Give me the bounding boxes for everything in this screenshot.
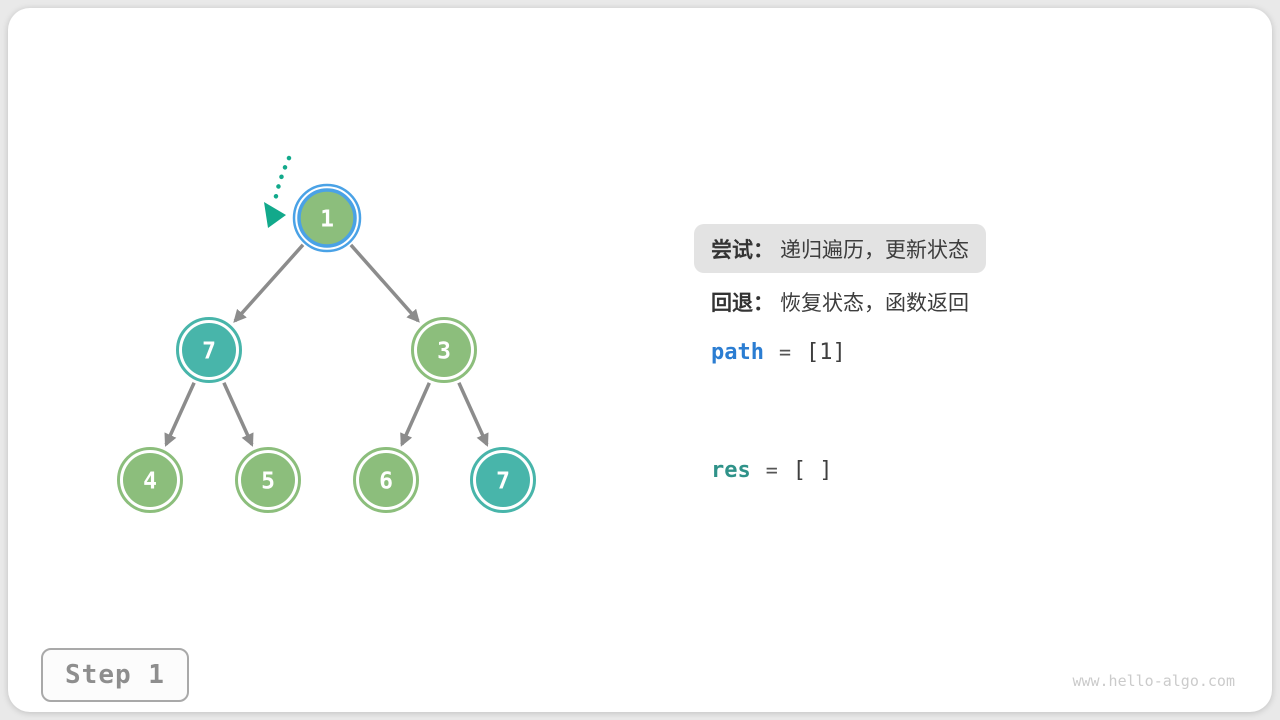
path-variable-line: path = [1] bbox=[711, 338, 846, 366]
step-badge: Step 1 bbox=[41, 648, 189, 702]
tree-edge bbox=[400, 382, 431, 447]
step-badge-label: Step 1 bbox=[65, 660, 165, 690]
legend-back-label: 回退： bbox=[711, 291, 774, 315]
tree-svg: 1 7 3 4 5 6 7 bbox=[117, 155, 536, 513]
tree-edge bbox=[222, 382, 254, 447]
figure-card: 1 7 3 4 5 6 7 尝试： 递归遍历，更新状态 回退： 恢复状态，函数返回 path… bbox=[8, 8, 1272, 712]
res-equals-sign: = bbox=[765, 458, 778, 482]
tree-node-5: 5 bbox=[235, 447, 301, 513]
tree-node-value: 5 bbox=[261, 469, 275, 495]
tree-node-value: 3 bbox=[437, 339, 451, 365]
res-variable-line: res = [ ] bbox=[711, 456, 833, 484]
cursor-arrowhead-icon bbox=[264, 202, 286, 228]
tree-node-value: 7 bbox=[202, 339, 216, 365]
tree-edges bbox=[164, 243, 489, 447]
tree-node-6: 6 bbox=[353, 447, 419, 513]
legend-try-text: 递归遍历，更新状态 bbox=[780, 237, 969, 262]
tree-node-value: 4 bbox=[143, 469, 157, 495]
tree-node-value: 7 bbox=[496, 469, 510, 495]
tree-node-1: 1 bbox=[292, 183, 362, 253]
tree-node-7: 7 bbox=[470, 447, 536, 513]
tree-edge bbox=[349, 243, 420, 323]
path-equals-sign: = bbox=[778, 340, 792, 364]
res-variable-name: res bbox=[711, 457, 751, 483]
legend-try-label: 尝试： bbox=[711, 237, 774, 262]
tree-node-4: 4 bbox=[117, 447, 183, 513]
tree-node-value: 1 bbox=[320, 207, 334, 233]
tree-node-value: 6 bbox=[379, 469, 393, 495]
legend-back-text: 恢复状态，函数返回 bbox=[780, 291, 969, 315]
path-variable-name: path bbox=[711, 339, 764, 365]
legend-try-line: 尝试： 递归遍历，更新状态 bbox=[694, 224, 986, 273]
path-value: [1] bbox=[806, 339, 846, 365]
tree-edge bbox=[233, 243, 305, 323]
cursor-arrow-dots bbox=[272, 155, 292, 204]
legend-back-line: 回退： 恢复状态，函数返回 bbox=[711, 289, 969, 315]
cursor-arrow bbox=[264, 155, 292, 228]
tree-node-7: 7 bbox=[176, 317, 242, 383]
res-value: [ ] bbox=[792, 457, 833, 483]
tree-nodes: 1 7 3 4 5 6 7 bbox=[117, 183, 536, 513]
tree-edge bbox=[457, 382, 489, 447]
watermark: www.hello-algo.com bbox=[1072, 672, 1235, 690]
tree-edge bbox=[164, 382, 196, 447]
tree-node-3: 3 bbox=[411, 317, 477, 383]
